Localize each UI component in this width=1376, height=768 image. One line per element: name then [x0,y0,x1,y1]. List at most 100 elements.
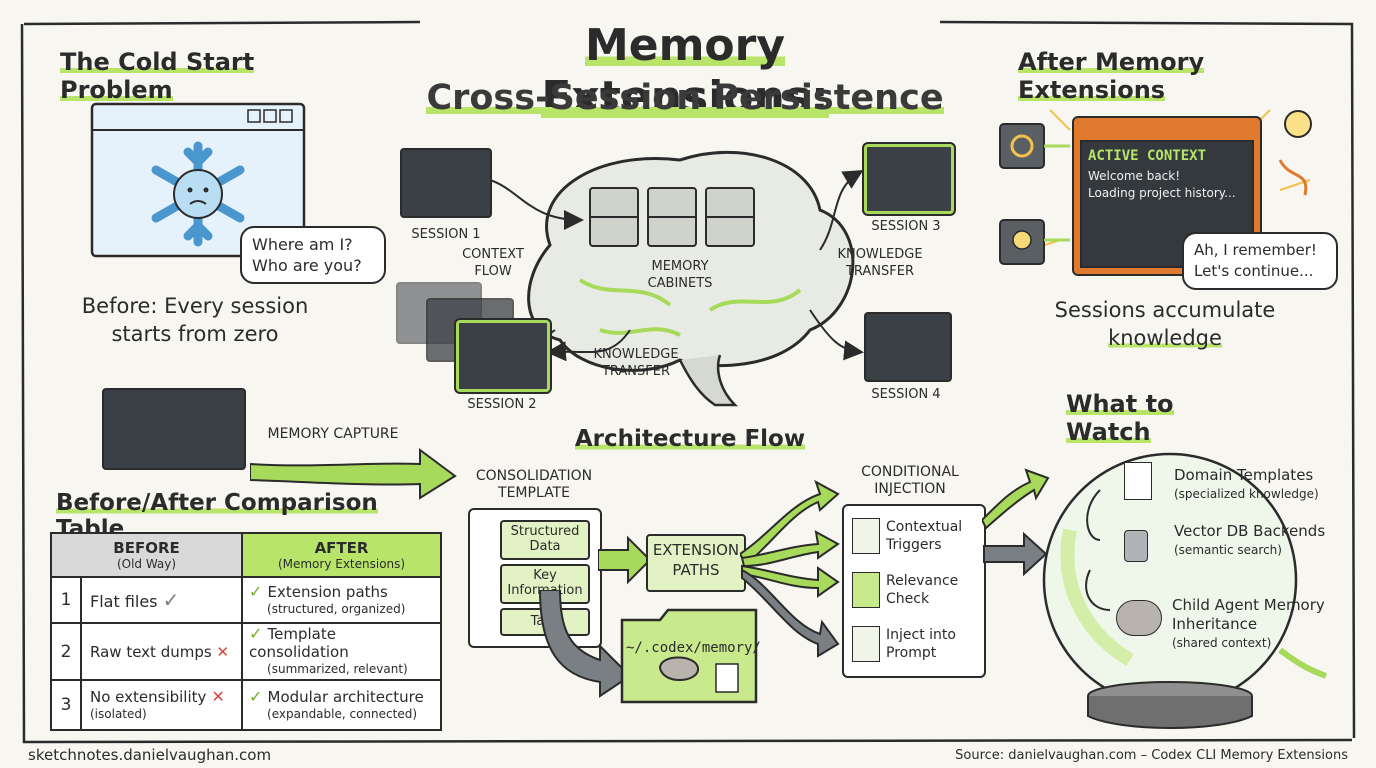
cold-start-heading: The Cold Start Problem [60,48,255,104]
session-3-label: SESSION 3 [871,219,941,234]
caption-line: Sessions accumulate [1054,298,1276,322]
after-extensions-heading: After Memory Extensions [1018,48,1205,104]
footer-source: Source: danielvaughan.com – Codex CLI Me… [955,748,1348,763]
caption-line: Before: Every session [81,294,309,318]
what-to-watch-heading: What to Watch [1066,390,1174,446]
page-subtitle: Cross-Session Persistence [426,78,944,118]
before-text: No extensibility [90,687,207,706]
before-text: Raw text dumps [90,642,212,661]
before-cell: Flat files ✓ [79,576,244,624]
knowledge-transfer-right-label: KNOWLEDGE TRANSFER [837,247,923,279]
crystal-ball-icon [1042,452,1328,729]
after-text: Template consolidation [249,625,349,661]
watch-item-title: Domain Templates [1174,466,1314,484]
before-text: Flat files [90,592,158,611]
cross-icon: ✕ [216,642,230,661]
table-row: 3 No extensibility ✕ (isolated) ✓ Modular… [50,679,442,731]
document-gear-icon [1124,462,1152,500]
extension-fan-arrows [740,479,840,658]
active-context-text: Welcome back! Loading project history... [1088,168,1236,202]
after-cell: ✓ Template consolidation(summarized, rel… [241,622,442,681]
architecture-heading: Architecture Flow [574,426,806,452]
caption-line: knowledge [1108,326,1222,350]
consolidation-arrow [598,535,652,585]
watch-item-sub: (shared context) [1172,636,1272,650]
check-icon: ✓ [162,588,180,612]
after-text: Modular architecture [267,687,424,706]
folder-path-label: ~/.codex/memory/ [626,640,761,656]
consolidation-label: CONSOLIDATION TEMPLATE [466,468,602,502]
label-line: CONDITIONAL [861,464,959,480]
footer-site-link[interactable]: sketchnotes.danielvaughan.com [28,746,272,764]
after-header: AFTER [314,539,369,557]
session-4-terminal-icon [864,312,952,382]
screen-line: Loading project history... [1088,186,1236,200]
row-number: 2 [50,622,82,681]
brain-diagram [489,150,864,407]
memory-folder-icon [620,608,758,704]
brain-icon [1116,600,1162,636]
context-flow-label: CONTEXT FLOW [462,247,524,279]
database-icon [1124,530,1148,562]
session-1-terminal-icon [400,148,492,218]
label-line: CONSOLIDATION [475,468,593,484]
bubble-line: Ah, I remember! [1194,241,1317,259]
cold-start-speech-bubble: Where am I? Who are you? [240,226,386,284]
cold-start-caption: Before: Every session starts from zero [60,292,330,348]
injection-arrows [982,468,1050,577]
before-sub-text: (isolated) [90,706,147,721]
after-caption: Sessions accumulate knowledge [1040,296,1290,352]
inject-doc-icon [852,626,880,662]
watch-item-title: Vector DB Backends [1174,522,1326,540]
inject-into-prompt-item: Inject into Prompt [886,627,956,661]
watch-item-sub: (specialized knowledge) [1174,487,1319,501]
after-text: Extension paths [267,582,388,601]
before-cell: Raw text dumps ✕ [79,622,244,681]
after-cell: ✓ Extension paths(structured, organized) [241,576,442,624]
watch-item-sub: (semantic search) [1174,543,1282,557]
after-speech-bubble: Ah, I remember! Let's continue... [1182,232,1338,290]
table-header-row: BEFORE (Old Way) AFTER (Memory Extension… [49,532,442,578]
after-cell: ✓ Modular architecture(expandable, conne… [241,679,442,731]
session-1-label: SESSION 1 [411,227,481,242]
memory-capture-arrow [250,448,457,500]
bubble-line: Who are you? [252,256,362,275]
before-header-cell: BEFORE (Old Way) [49,532,244,578]
structured-data-item: Structured Data [500,520,590,560]
check-icon: ✓ [249,581,263,601]
bubble-line: Where am I? [252,235,353,254]
after-sub-text: (structured, organized) [267,601,406,616]
caption-line: starts from zero [111,322,279,346]
after-sub-text: (expandable, connected) [267,706,418,721]
before-header: BEFORE [113,539,180,557]
active-context-illustration [999,109,1312,265]
after-sub: (Memory Extensions) [277,557,406,571]
memory-capture-label: MEMORY CAPTURE [267,426,399,442]
frozen-window-icon [90,102,306,258]
watch-item-title: Child Agent Memory Inheritance [1172,596,1325,633]
knowledge-transfer-left-label: KNOWLEDGE TRANSFER [593,347,679,379]
comparison-table: BEFORE (Old Way) AFTER (Memory Extension… [49,532,442,731]
screen-line: Welcome back! [1088,169,1181,183]
watch-item: Domain Templates (specialized knowledge) [1174,466,1344,504]
watch-item: Vector DB Backends (semantic search) [1174,522,1334,560]
session-2-terminal-icon [456,320,550,392]
before-sub: (Old Way) [116,557,177,571]
conditional-injection-box: Contextual Triggers Relevance Check Inje… [842,504,986,678]
contextual-triggers-item: Contextual Triggers [886,519,963,553]
session-3-terminal-icon [864,144,954,214]
table-row: 1 Flat files ✓ ✓ Extension paths(structu… [50,576,442,624]
conditional-injection-label: CONDITIONAL INJECTION [842,464,978,498]
cross-icon: ✕ [211,686,225,706]
memory-capture-terminal-icon [102,388,246,470]
check-doc-icon [852,572,880,608]
label-line: INJECTION [874,481,946,497]
table-row: 2 Raw text dumps ✕ ✓ Template consolidat… [50,622,442,681]
row-number: 3 [50,679,82,731]
relevance-check-item: Relevance Check [886,573,959,607]
session-2-label: SESSION 2 [467,397,537,412]
session-4-label: SESSION 4 [871,387,941,402]
check-icon: ✓ [249,686,263,706]
